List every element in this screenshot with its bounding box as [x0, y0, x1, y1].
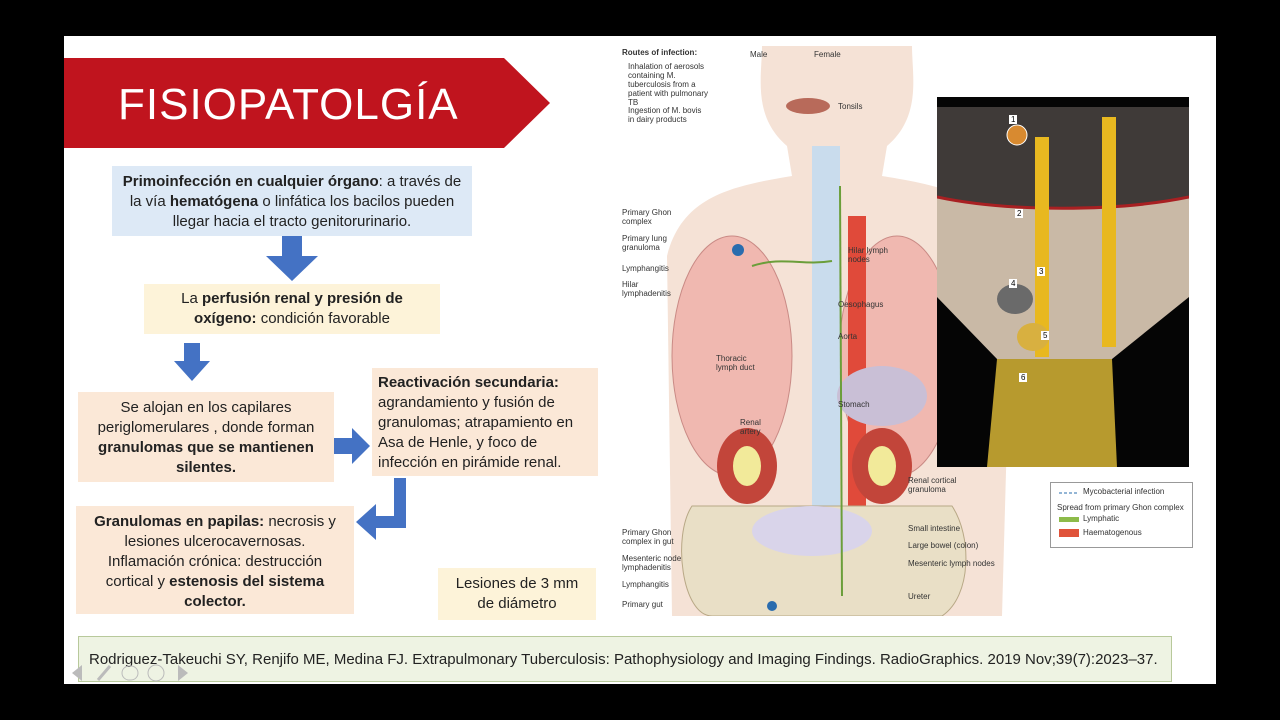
- kidney-inset: 1 2 3 4 5 6: [936, 97, 1190, 467]
- large-bowel-label: Large bowel (colon): [908, 541, 979, 550]
- lesion-size-box: Lesiones de 3 mm de diámetro: [438, 568, 596, 620]
- primoinfection-box: Primoinfección en cualquier órgano: a tr…: [112, 166, 472, 236]
- box2-text1: La: [181, 290, 202, 307]
- thoracic-duct-label: Thoracic lymph duct: [716, 354, 755, 372]
- legend-item-lymphatic: Lymphatic: [1083, 514, 1120, 523]
- box1-bold2: hematógena: [169, 193, 259, 210]
- slide: FISIOPATOLGÍA Primoinfección en cualquie…: [64, 36, 1216, 684]
- lymphatic-swatch: [1059, 517, 1079, 522]
- box6-text1: Lesiones de 3 mm de diámetro: [455, 575, 579, 612]
- reactivation-box: Reactivación secundaria: agrandamiento y…: [372, 368, 598, 476]
- route2-label: Ingestion of M. bovis in dairy products: [628, 106, 702, 124]
- primary-gut-label: Primary gut: [622, 600, 663, 609]
- anatomy-figure: Routes of infection: Inhalation of aeros…: [612, 36, 1060, 617]
- reference-citation: Rodriguez-Takeuchi SY, Renjifo ME, Medin…: [78, 636, 1172, 682]
- inset-number-3: 3: [1037, 267, 1046, 276]
- box1-bold1: Primoinfección en cualquier órgano: [122, 173, 379, 190]
- arrow-right-icon: [334, 428, 370, 464]
- inset-number-4: 4: [1009, 279, 1018, 288]
- hilar-lymphadenitis-label: Hilar lymphadenitis: [622, 280, 671, 298]
- renal-artery-label: Renal artery: [740, 418, 761, 436]
- dashed-arrow-icon: [1059, 492, 1077, 494]
- nephron-illustration: [936, 107, 1190, 467]
- arrow-down-icon: [174, 343, 210, 381]
- inset-number-6: 6: [1019, 373, 1028, 382]
- ureter-label: Ureter: [908, 592, 931, 601]
- capillaries-box: Se alojan en los capilares periglomerula…: [78, 392, 334, 482]
- nav-icons: [72, 664, 188, 682]
- female-label: Female: [814, 50, 841, 59]
- papillae-box: Granulomas en papilas: necrosis y lesion…: [76, 506, 354, 614]
- haematogenous-swatch: [1059, 529, 1079, 537]
- box4-bold1: Reactivación secundaria:: [378, 374, 559, 391]
- male-label: Male: [750, 50, 768, 59]
- small-intestine-label: Small intestine: [908, 524, 961, 533]
- route1-label: Inhalation of aerosols containing M. tub…: [628, 62, 709, 107]
- inset-number-1: 1: [1009, 115, 1018, 124]
- legend-item-infection: Mycobacterial infection: [1083, 487, 1165, 496]
- banner-shape: [64, 58, 550, 148]
- hilar-lymph-nodes-label: Hilar lymph nodes: [848, 246, 889, 264]
- box4-text1: agrandamiento y fusión de granulomas; at…: [378, 394, 574, 471]
- legend-item-haematogenous: Haematogenous: [1083, 528, 1142, 537]
- aorta-label: Aorta: [838, 332, 858, 341]
- elbow-arrow-icon: [356, 478, 406, 540]
- box1-text2: o linfática los bacilos pueden llegar ha…: [172, 193, 455, 230]
- figure-legend: Mycobacterial infection Spread from prim…: [1050, 482, 1193, 548]
- oesophagus-label: Oesophagus: [838, 300, 884, 309]
- routes-title: Routes of infection:: [622, 48, 698, 57]
- box2-text2: condición favorable: [256, 310, 390, 327]
- arrow-down-icon: [266, 236, 318, 281]
- box1-text1: : a través de la vía: [129, 173, 462, 210]
- lymphangitis-label: Lymphangitis: [622, 264, 669, 273]
- primary-ghon-label: Primary Ghon complex: [622, 208, 672, 226]
- title-banner: FISIOPATOLGÍA: [64, 58, 550, 148]
- inset-number-5: 5: [1041, 331, 1050, 340]
- lymphangitis2-label: Lymphangitis: [622, 580, 669, 589]
- slide-title: FISIOPATOLGÍA: [118, 80, 459, 129]
- perfusion-box: La perfusión renal y presión de oxígeno:…: [144, 284, 440, 334]
- box3-bold1: granulomas que se mantienen silentes.: [98, 439, 314, 476]
- slide-nav-controls: [70, 662, 190, 684]
- mesenteric-nodes-label: Mesenteric lymph nodes: [908, 559, 995, 568]
- box3-text1: Se alojan en los capilares periglomerula…: [97, 399, 315, 436]
- tonsils-label: Tonsils: [838, 102, 863, 111]
- renal-cortical-label: Renal cortical granuloma: [908, 476, 957, 494]
- inset-number-2: 2: [1015, 209, 1024, 218]
- primary-lung-granuloma-label: Primary lung granuloma: [622, 234, 667, 252]
- stomach-label: Stomach: [838, 400, 870, 409]
- box5-text1: necrosis y lesiones ulcerocavernosas. In…: [105, 513, 336, 590]
- legend-heading: Spread from primary Ghon complex: [1057, 503, 1184, 512]
- box2-bold1: perfusión renal y presión de oxígeno:: [194, 290, 403, 327]
- gut-ghon-label: Primary Ghon complex in gut: [622, 528, 674, 546]
- box5-bold2: estenosis del sistema colector.: [169, 573, 325, 610]
- body-illustration: [667, 46, 1012, 617]
- box5-bold1: Granulomas en papilas:: [94, 513, 265, 530]
- mesenteric-node-lymph-label: Mesenteric node lymphadenitis: [622, 554, 682, 572]
